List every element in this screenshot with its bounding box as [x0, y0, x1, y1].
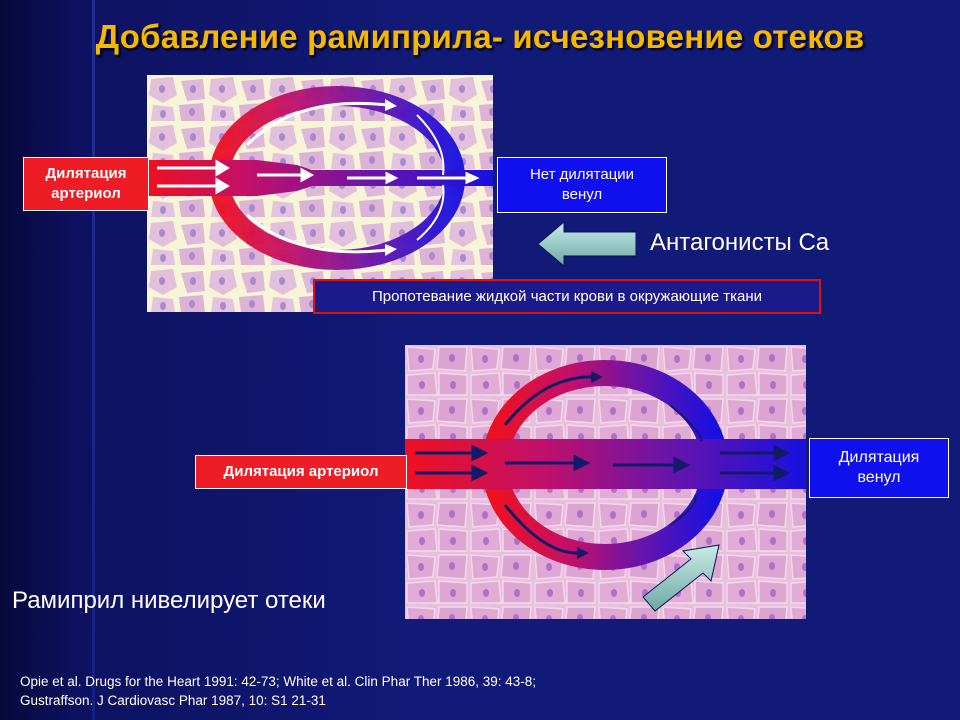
reference-line-2: Gustraffson. J Cardiovasc Phar 1987, 10:…	[20, 693, 326, 708]
bottom-arteriole-dilation-label: Дилятация артериол	[195, 455, 407, 489]
top-right-label-line1: Нет дилятации	[529, 166, 635, 183]
bottom-right-label-line1: Дилятация	[838, 449, 920, 466]
top-left-label-line1: Дилятация	[45, 165, 127, 182]
top-right-label-line2: венул	[561, 186, 603, 203]
fluid-leak-note: Пропотевание жидкой части крови в окружа…	[313, 279, 821, 314]
ca-antagonists-caption: Антагонисты Ca	[650, 229, 830, 256]
top-venule-no-dilation-label: Нет дилятации венул	[497, 157, 667, 213]
top-arteriole-dilation-label: Дилятация артериол	[23, 157, 149, 211]
up-right-arrow-icon	[642, 544, 720, 612]
bottom-tissue-diagram	[405, 345, 806, 619]
left-arrow-icon	[538, 222, 636, 266]
decorative-vertical-line	[92, 0, 95, 720]
references: Opie et al. Drugs for the Heart 1991: 42…	[20, 672, 536, 710]
top-left-label-line2: артериол	[51, 185, 121, 202]
bottom-right-label-line2: венул	[857, 469, 901, 486]
bottom-venule-dilation-label: Дилятация венул	[809, 438, 949, 498]
top-tissue-diagram	[147, 75, 493, 312]
reference-line-1: Opie et al. Drugs for the Heart 1991: 42…	[20, 674, 537, 689]
ramipril-conclusion: Рамиприл нивелирует отеки	[12, 587, 326, 614]
slide-title: Добавление рамиприла- исчезновение отеко…	[95, 18, 865, 55]
